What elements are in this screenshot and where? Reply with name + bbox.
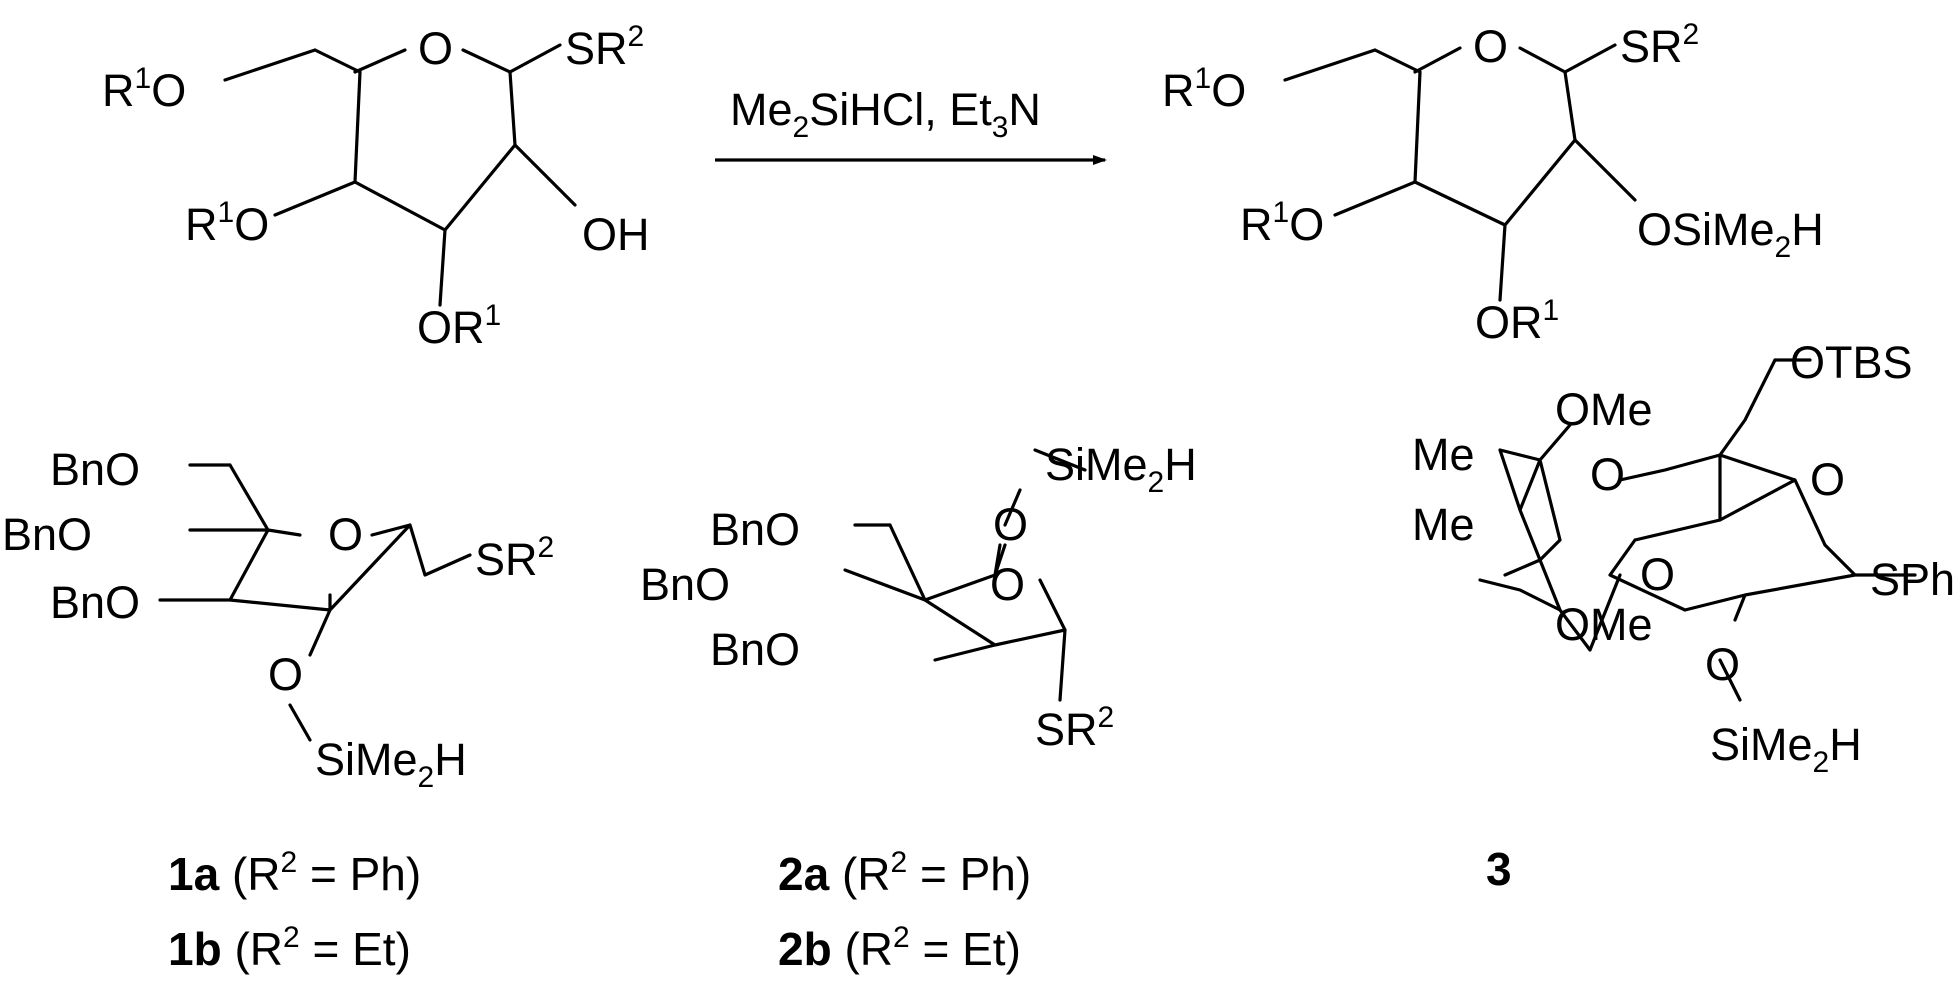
sr2-group: SR2 [475,531,554,585]
r1o-group: R1O [102,62,186,116]
oxygen: O [268,649,303,700]
caption-2a: 2a (R2 = Ph) [778,846,1031,900]
caption-3: 3 [1486,843,1512,895]
compound-3-bonds [1478,358,1917,702]
compound-labels: 1a (R2 = Ph) 1b (R2 = Et) 2a (R2 = Ph) 2… [168,843,1512,975]
otbs-group: OTBS [1790,337,1913,388]
r1o-group: R1O [1240,196,1324,250]
ome-group: OMe [1555,384,1653,435]
bno-group: BnO [710,504,800,555]
sime2h-group: SiMe2H [1710,719,1862,779]
product-bonds [1283,43,1637,302]
product: O SR2 R1O R1O OSiMe2H OR1 [1162,18,1824,348]
reagents: Me2SiHCl, Et3N [730,84,1041,144]
caption-1b: 1b (R2 = Et) [168,921,411,975]
oxygen: O [1640,549,1675,600]
methyl-group: Me [1412,499,1475,550]
oxygen: O [993,499,1028,550]
r1o-group: R1O [185,196,269,250]
compound-3: OTBS OMe Me O O Me O SPh OMe O SiMe2H [1412,337,1955,779]
ome-group: OMe [1555,599,1653,650]
bno-group: BnO [640,559,730,610]
compound-1-bonds [158,463,472,742]
ring-oxygen: O [1810,454,1845,505]
r1o-group: R1O [1162,62,1246,116]
starting-material: O SR2 R1O R1O OH OR1 [102,20,650,353]
hydroxyl-group: OH [582,209,650,260]
ring-oxygen: O [418,23,453,74]
sr2-group: SR2 [565,20,644,74]
sr2-group: SR2 [1620,18,1699,72]
sime2h-group: SiMe2H [315,734,467,794]
osime2h-group: OSiMe2H [1637,204,1824,264]
or1-group: OR1 [1475,294,1559,348]
ring-oxygen: O [1473,21,1508,72]
compound-2-bonds [843,448,1087,702]
sm-bonds [223,43,577,307]
ring-oxygen: O [328,509,363,560]
bno-group: BnO [50,444,140,495]
ring-oxygen: O [990,559,1025,610]
caption-1a: 1a (R2 = Ph) [168,846,421,900]
compound-2: BnO BnO BnO O O SiMe2H SR2 [640,439,1197,755]
sph-group: SPh [1870,554,1955,605]
sr2-group: SR2 [1035,701,1114,755]
sime2h-group: SiMe2H [1045,439,1197,499]
or1-group: OR1 [417,299,501,353]
compound-1: BnO BnO BnO O SR2 O SiMe2H [2,444,554,794]
methyl-group: Me [1412,429,1475,480]
bno-group: BnO [2,509,92,560]
bno-group: BnO [710,624,800,675]
caption-2b: 2b (R2 = Et) [778,921,1021,975]
reaction-arrow: Me2SiHCl, Et3N [715,84,1107,165]
oxygen: O [1590,449,1625,500]
bno-group: BnO [50,577,140,628]
oxygen: O [1705,639,1740,690]
